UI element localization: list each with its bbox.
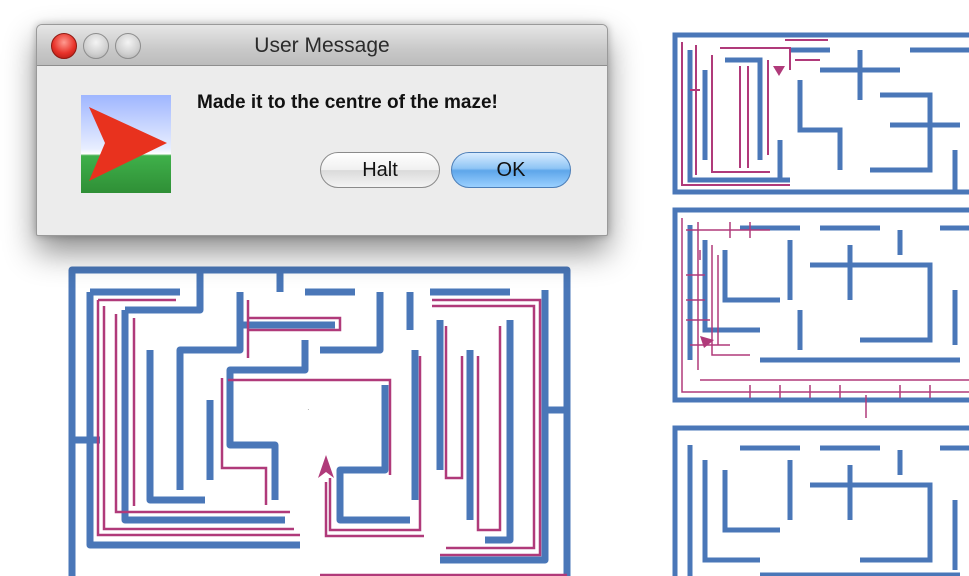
halt-button[interactable]: Halt bbox=[320, 152, 440, 188]
small-maze-2-path bbox=[682, 218, 969, 418]
ok-button[interactable]: OK bbox=[451, 152, 571, 188]
dialog-title: User Message bbox=[37, 34, 607, 58]
main-maze-cursor-arrow bbox=[318, 455, 334, 478]
small-maze-2-walls bbox=[675, 210, 969, 400]
small-maze-1-walls bbox=[675, 35, 969, 192]
user-message-dialog: User Message Made it to the centre of th… bbox=[36, 24, 608, 236]
small-maze-3-walls bbox=[675, 428, 969, 576]
main-maze-path bbox=[98, 300, 567, 575]
dialog-message: Made it to the centre of the maze! bbox=[197, 92, 498, 114]
dialog-titlebar[interactable]: User Message bbox=[37, 25, 607, 66]
small-maze-1-cursor-arrow bbox=[773, 66, 785, 76]
main-maze-centre-dot: · bbox=[307, 405, 310, 414]
red-arrow-app-icon bbox=[81, 95, 171, 193]
